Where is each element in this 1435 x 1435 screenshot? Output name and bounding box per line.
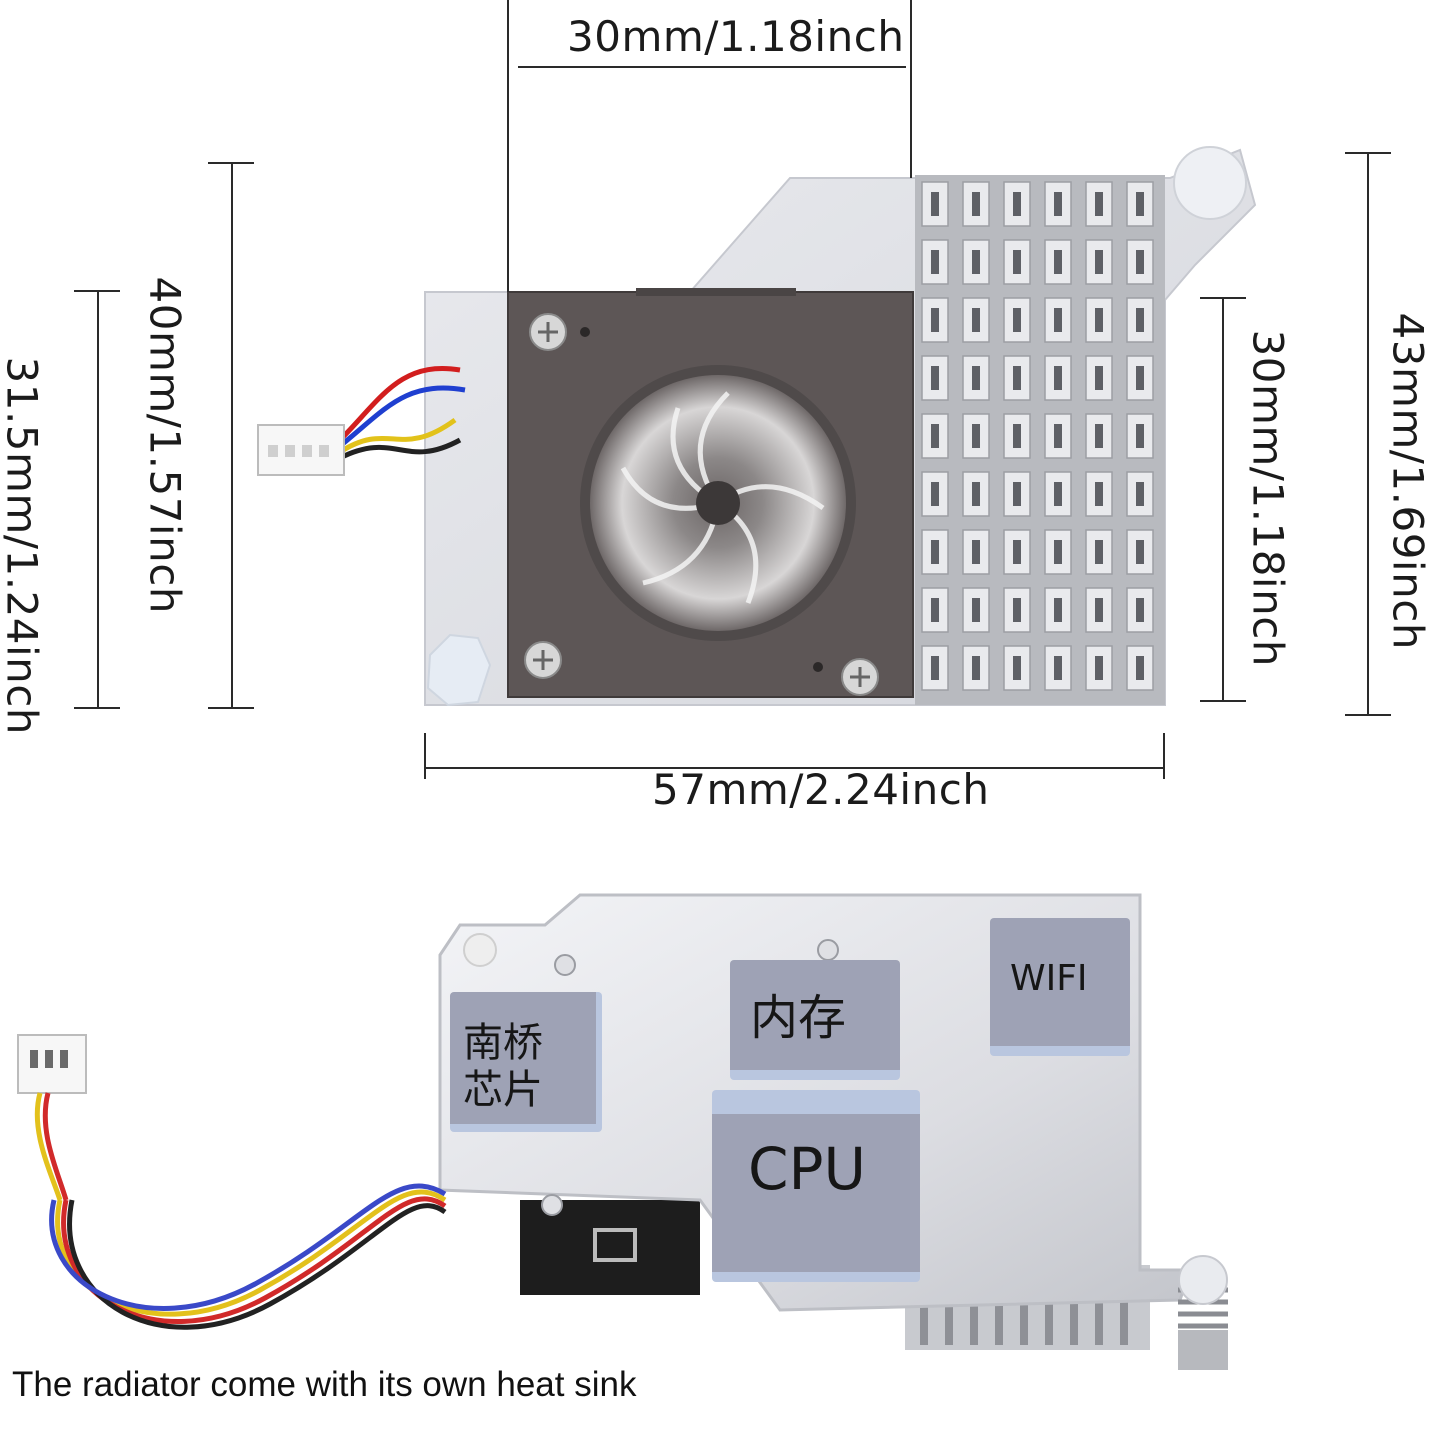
heatsink-fin-slot	[972, 482, 980, 506]
heatsink-fin-slot	[1054, 482, 1062, 506]
memory-pad-label: 内存	[750, 990, 847, 1046]
heatsink-fin-slot	[1054, 250, 1062, 274]
heatsink-fin-slot	[931, 192, 939, 216]
left-inner-height-label: 40mm/1.57inch	[140, 276, 190, 614]
heatsink-fin-slot	[972, 192, 980, 216]
memory-pad	[730, 960, 900, 1080]
heatsink-fin-slot	[1013, 482, 1021, 506]
heatsink-fin-slot	[972, 366, 980, 390]
wifi-pad	[990, 918, 1130, 1056]
heatsink-fin-slot	[1013, 598, 1021, 622]
heatsink-fin-slot	[1095, 656, 1103, 680]
heatsink-fin-slot	[1013, 656, 1021, 680]
top-width-label: 30mm/1.18inch	[567, 12, 905, 61]
heatsink-fin-slot	[1095, 424, 1103, 448]
wifi-pad-label: WIFI	[1010, 958, 1088, 999]
heatsink-fin-slot	[1136, 250, 1144, 274]
underside-cable	[49, 1183, 447, 1330]
heatsink-fin	[1126, 645, 1154, 691]
heatsink-fin-slot	[1136, 598, 1144, 622]
heatsink-fin-slot	[1095, 192, 1103, 216]
heatsink-fins	[915, 175, 1165, 705]
heatsink-fin-slot	[931, 424, 939, 448]
heatsink-fin-slot	[1095, 366, 1103, 390]
heatsink-fin-slot	[931, 308, 939, 332]
southbridge-pad-label-line2: 芯片	[463, 1067, 543, 1113]
heatsink-fin-slot	[1136, 366, 1144, 390]
heatsink-fin-slot	[1013, 424, 1021, 448]
heatsink-fin-slot	[931, 366, 939, 390]
heatsink-fin-slot	[1136, 482, 1144, 506]
heatsink-fin-slot	[1136, 540, 1144, 564]
heatsink-fin-slot	[1013, 366, 1021, 390]
total-width-label: 57mm/2.24inch	[652, 765, 990, 814]
dim-line-top	[518, 66, 906, 68]
heatsink-fin-slot	[1054, 192, 1062, 216]
fan-cable	[338, 366, 466, 461]
heatsink-fin-slot	[931, 250, 939, 274]
dim-line-top-left-tick	[507, 0, 509, 292]
dim-line-right-outer	[1367, 152, 1369, 715]
southbridge-pad	[450, 992, 602, 1132]
right-outer-height-label: 43mm/1.69inch	[1383, 312, 1433, 650]
heatsink-fin-slot	[931, 540, 939, 564]
heatsink-fin-slot	[1013, 540, 1021, 564]
heatsink-fin	[1085, 471, 1113, 517]
dim-line-left-outer	[97, 290, 99, 708]
heatsink-fin-grid	[921, 181, 1154, 691]
heatsink-fin-slot	[972, 250, 980, 274]
heatsink-fin-slot	[972, 540, 980, 564]
heatsink-fin-slot	[1095, 598, 1103, 622]
heatsink-fin-slot	[1013, 308, 1021, 332]
heatsink-fin-slot	[931, 482, 939, 506]
heatsink-fin-slot	[931, 598, 939, 622]
heatsink-fin-slot	[1095, 540, 1103, 564]
cpu-pad-label: CPU	[748, 1135, 866, 1203]
heatsink-fin-slot	[1013, 250, 1021, 274]
heatsink-fin-slot	[972, 656, 980, 680]
left-outer-height-label: 31.5mm/1.24inch	[0, 356, 47, 736]
southbridge-pad-label-line1: 南桥	[463, 1020, 543, 1066]
heatsink-fin-slot	[1136, 308, 1144, 332]
heatsink-fin-slot	[1095, 308, 1103, 332]
caption: The radiator come with its own heat sink	[12, 1365, 637, 1404]
heatsink-fin-slot	[1136, 192, 1144, 216]
heatsink-fin-slot	[1136, 424, 1144, 448]
heatsink-fin-slot	[1054, 598, 1062, 622]
heatsink-fin-slot	[972, 424, 980, 448]
heatsink-fin-slot	[1095, 250, 1103, 274]
spring-standoff	[1178, 1255, 1228, 1370]
heatsink-fin-slot	[1054, 656, 1062, 680]
dim-line-right-inner	[1222, 297, 1224, 701]
heatsink-fin	[1003, 297, 1031, 343]
right-inner-height-label: 30mm/1.18inch	[1243, 329, 1293, 667]
heatsink-fin-slot	[1136, 656, 1144, 680]
dim-line-bottom	[424, 767, 1164, 769]
heatsink-fin-slot	[1054, 366, 1062, 390]
heatsink-fin-slot	[972, 598, 980, 622]
cpu-pad	[712, 1090, 920, 1282]
heatsink-fin-slot	[1095, 482, 1103, 506]
heatsink-fin-slot	[1054, 540, 1062, 564]
heatsink-fin-slot	[931, 656, 939, 680]
heatsink-fin-slot	[1054, 424, 1062, 448]
heatsink-fin-slot	[972, 308, 980, 332]
heatsink-fin-slot	[1054, 308, 1062, 332]
dim-line-top-right-tick	[910, 0, 912, 178]
heatsink-fin-slot	[1013, 192, 1021, 216]
dim-line-left-inner	[231, 162, 233, 708]
